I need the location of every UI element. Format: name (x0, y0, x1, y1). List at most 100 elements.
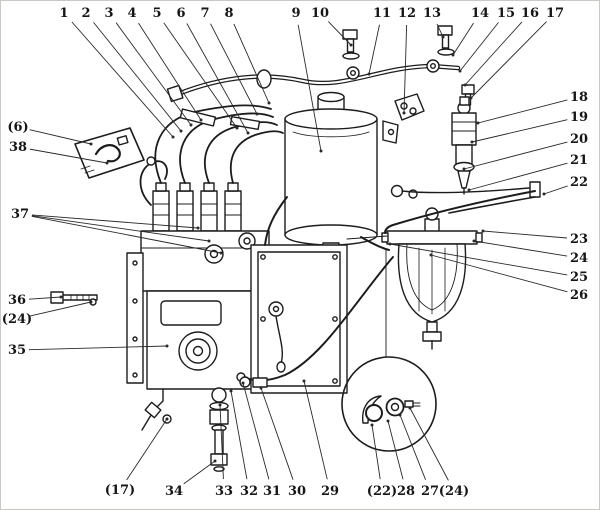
callout-4: 4 (127, 6, 136, 21)
leader-line-(24) (28, 301, 92, 317)
callout-37: 37 (11, 207, 29, 222)
leader-line-(22) (371, 424, 381, 480)
leader-dot-37 (207, 239, 211, 243)
mounting-bracket (382, 93, 425, 144)
leader-line-2 (93, 22, 182, 132)
leader-line-37 (31, 214, 199, 229)
callout-20: 20 (570, 132, 588, 147)
leader-line-15 (459, 22, 499, 72)
callout-21: 21 (570, 153, 588, 168)
leader-dot-16 (463, 83, 467, 87)
callout-38: 38 (9, 140, 27, 155)
callout-10: 10 (311, 6, 329, 21)
leader-dot-28 (386, 419, 390, 423)
sediment-bowl (381, 207, 483, 350)
leader-line-19 (471, 119, 568, 143)
fuel-supply-pipe (166, 59, 461, 103)
leader-dot-30 (259, 386, 263, 390)
callout-35: 35 (8, 343, 26, 358)
callout-26: 26 (570, 288, 588, 303)
leader-dot-3 (189, 123, 193, 127)
leader-dot-15 (458, 69, 462, 73)
leader-line-36 (28, 296, 62, 300)
leader-dot-34 (213, 459, 217, 463)
leader-line-5 (163, 22, 238, 129)
leader-dot-22 (542, 192, 546, 196)
leader-dot-18 (476, 121, 480, 125)
callout-28: 28 (397, 484, 415, 499)
leader-dot-29 (302, 379, 306, 383)
leader-line-25 (389, 243, 568, 276)
callout-5: 5 (152, 6, 161, 21)
callout-8: 8 (224, 6, 233, 21)
leader-line-35 (28, 345, 168, 351)
callout-34: 34 (165, 484, 183, 499)
callout-33: 33 (215, 484, 233, 499)
callout-(24): (24) (439, 484, 469, 499)
callout-1: 1 (59, 6, 68, 21)
leader-dot-1 (171, 135, 175, 139)
leader-line-30 (260, 387, 294, 480)
callout-12: 12 (398, 6, 416, 21)
leader-line-4 (138, 22, 202, 121)
leader-dot-(6) (89, 142, 93, 146)
leader-line-18 (477, 99, 568, 124)
leader-dot-9 (319, 149, 323, 153)
callout-31: 31 (263, 484, 281, 499)
leader-dot-10 (349, 43, 353, 47)
leader-line-14 (452, 22, 474, 56)
callout-24: 24 (570, 251, 588, 266)
callout-11: 11 (373, 6, 391, 21)
leader-line-8 (233, 23, 270, 104)
leader-line-34 (183, 460, 216, 485)
leader-line-16 (464, 21, 523, 86)
leader-line-11 (368, 24, 380, 75)
leader-dot-2 (179, 129, 183, 133)
fuel-line-right (384, 181, 541, 234)
leader-dot-14 (451, 53, 455, 57)
leader-dot-20 (462, 167, 466, 171)
injection-lines (139, 104, 284, 206)
leader-line-(6) (29, 129, 92, 145)
detail-inset-box (74, 127, 145, 179)
leader-dot-27 (398, 413, 402, 417)
callout-6: 6 (176, 6, 185, 21)
callout-14: 14 (471, 6, 489, 21)
leader-dot-24 (472, 239, 476, 243)
leader-dot-37 (219, 251, 223, 255)
callout-(6): (6) (7, 120, 28, 135)
callout-23: 23 (570, 232, 588, 247)
callout-3: 3 (104, 6, 113, 21)
leader-dot-38 (105, 161, 109, 165)
leader-line-31 (242, 382, 270, 480)
leader-dot-4 (199, 118, 203, 122)
leader-dot-17 (469, 96, 473, 100)
callout-29: 29 (321, 484, 339, 499)
leader-dot-(24) (408, 406, 412, 410)
leader-dot-26 (429, 253, 433, 257)
leader-dot-12 (402, 111, 406, 115)
leader-line-29 (303, 380, 328, 480)
leader-line-38 (29, 148, 108, 164)
callout-13: 13 (423, 6, 441, 21)
leader-dot-37 (196, 226, 200, 230)
leader-dot-32 (229, 389, 233, 393)
leader-dot-13 (441, 35, 445, 39)
leader-line-3 (115, 22, 192, 126)
callout-(17): (17) (105, 483, 135, 498)
leader-dot-7 (255, 112, 259, 116)
leader-line-24 (473, 240, 568, 257)
leader-line-10 (328, 21, 352, 46)
leader-dot-36 (59, 295, 63, 299)
leader-line-22 (543, 185, 568, 195)
fuel-filter-canister (284, 91, 378, 260)
banjo-bolt (437, 25, 455, 56)
leader-line-17 (470, 21, 547, 99)
leader-line-27 (399, 414, 427, 481)
callout-30: 30 (288, 484, 306, 499)
callout-25: 25 (570, 270, 588, 285)
leader-line-6 (186, 23, 249, 134)
detail-circle (341, 248, 437, 452)
